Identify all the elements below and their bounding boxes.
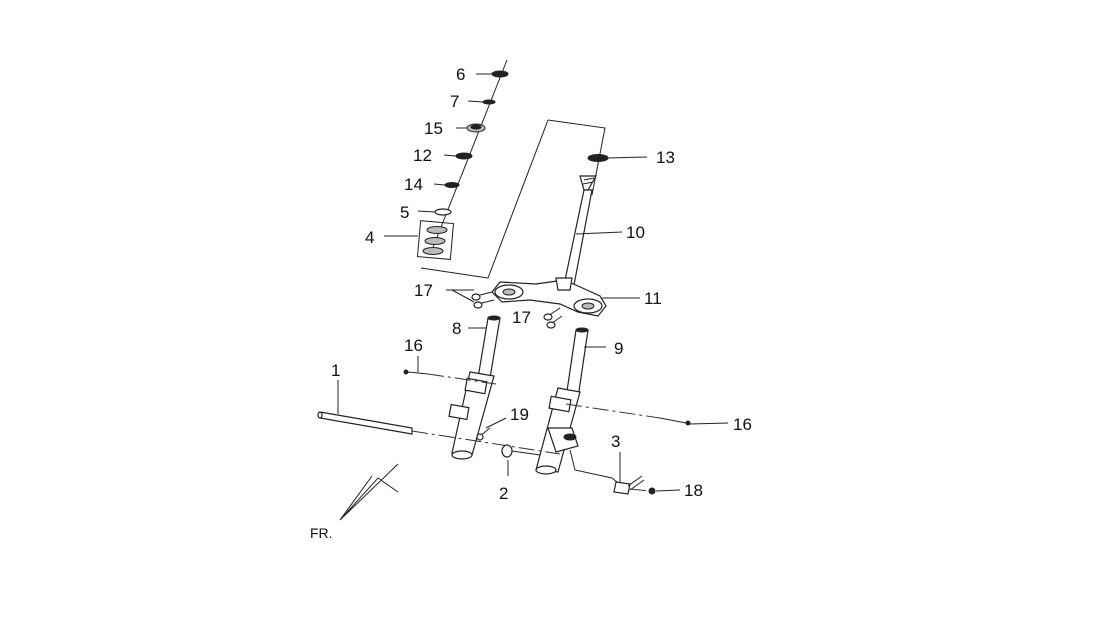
assembly-bracket-lines — [420, 119, 606, 279]
part-9-right-fork — [535, 327, 589, 475]
callout-7: 7 — [450, 92, 459, 111]
callout-18: 18 — [684, 481, 703, 500]
part-18-bolt — [629, 487, 656, 495]
part-13-seal — [587, 154, 609, 162]
callout-16-right: 16 — [733, 415, 752, 434]
part-5-ring — [434, 208, 452, 216]
callout-8: 8 — [452, 319, 461, 338]
part-1-axle — [317, 411, 561, 455]
callout-12: 12 — [413, 146, 432, 165]
part-16-bolt-right — [565, 403, 691, 426]
callout-14: 14 — [404, 175, 423, 194]
part-11-bottom-bridge — [491, 277, 607, 317]
callout-11: 11 — [644, 289, 662, 308]
callout-13: 13 — [656, 148, 675, 167]
part-10-steering-stem — [563, 175, 598, 286]
part-4-bearing-set — [416, 220, 455, 260]
callout-10: 10 — [626, 223, 645, 242]
callout-2: 2 — [499, 484, 508, 503]
part-15-race — [466, 123, 486, 133]
callout-16-left: 16 — [404, 336, 423, 355]
part-12-cone — [455, 152, 473, 160]
callout-19: 19 — [510, 405, 529, 424]
part-7-washer — [482, 99, 496, 105]
part-6-nut — [491, 70, 509, 78]
callout-17-lower: 17 — [512, 308, 531, 327]
callout-3: 3 — [611, 432, 620, 451]
callout-6: 6 — [456, 65, 465, 84]
direction-label: FR. — [310, 525, 333, 541]
callout-1: 1 — [331, 361, 340, 380]
callout-15: 15 — [424, 119, 443, 138]
part-3-bracket — [569, 449, 645, 495]
part-17-bolts-left — [471, 291, 495, 309]
callout-17-upper: 17 — [414, 281, 433, 300]
part-8-left-fork — [448, 315, 501, 460]
part-17-bolts-right — [543, 307, 563, 329]
callout-4: 4 — [365, 228, 374, 247]
callout-5: 5 — [400, 203, 409, 222]
callout-9: 9 — [614, 339, 623, 358]
part-16-bolt-left — [403, 369, 497, 385]
part-2-spacer — [501, 444, 541, 458]
part-19-bolt — [476, 427, 491, 441]
front-direction-arrow — [339, 463, 399, 521]
callout-labels: 6 7 15 12 14 5 4 13 10 17 11 17 8 9 16 1… — [310, 65, 752, 541]
part-14-ball-race — [444, 182, 460, 188]
leader-lines — [337, 73, 729, 492]
